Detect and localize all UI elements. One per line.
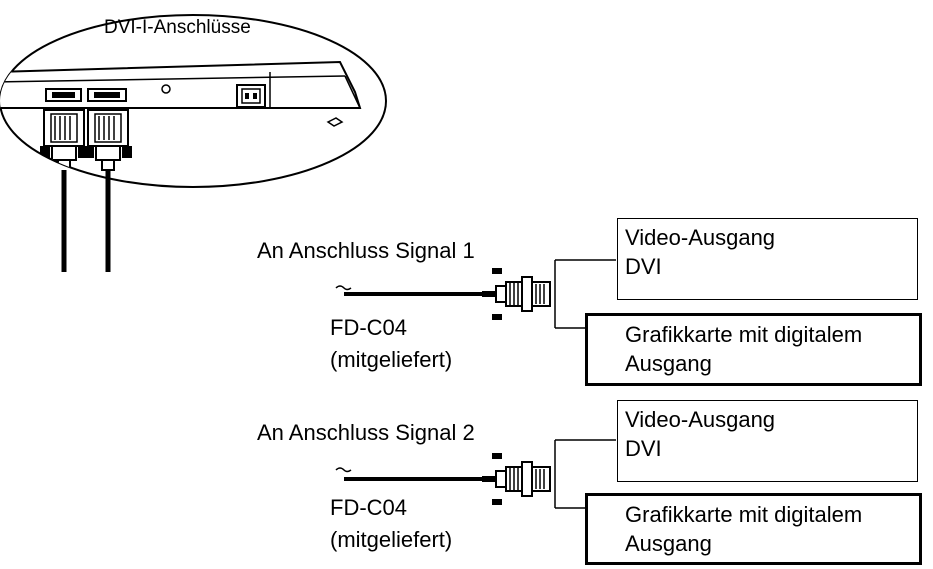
connection-1-bracket [554,259,616,329]
connection-2-bracket [554,439,616,509]
dvi-plug-left [40,109,88,171]
connection-1-cable [335,267,551,321]
video-output-2-line-1: Video-Ausgang [625,407,776,432]
video-output-box-1: Video-Ausgang DVI [617,218,918,300]
video-output-2-line-2: DVI [625,436,662,461]
graphics-card-2-line-1: Grafikkarte mit digitalem [625,502,863,527]
cable-2-note: (mitgeliefert) [330,527,453,552]
video-output-1-line-2: DVI [625,254,662,279]
graphics-card-box-2: Grafikkarte mit digitalem Ausgang [585,493,922,565]
graphics-card-2-line-2: Ausgang [625,531,712,556]
graphics-card-1-line-1: Grafikkarte mit digitalem [625,322,863,347]
cable-2-name: FD-C04 [330,495,408,520]
graphics-card-box-1: Grafikkarte mit digitalem Ausgang [585,313,922,386]
connection-2-cable [335,452,551,506]
signal-2-label: An Anschluss Signal 2 [257,420,475,445]
dvi-ports-label: DVI-I-Anschlüsse [104,17,251,38]
graphics-card-1-line-2: Ausgang [625,351,712,376]
dvi-plug-right [84,109,132,171]
cable-1-name: FD-C04 [330,315,408,340]
video-output-box-2: Video-Ausgang DVI [617,400,918,482]
video-output-1-line-1: Video-Ausgang [625,225,776,250]
signal-1-label: An Anschluss Signal 1 [257,238,475,263]
cable-1-note: (mitgeliefert) [330,347,453,372]
monitor-detail-callout [0,14,387,272]
